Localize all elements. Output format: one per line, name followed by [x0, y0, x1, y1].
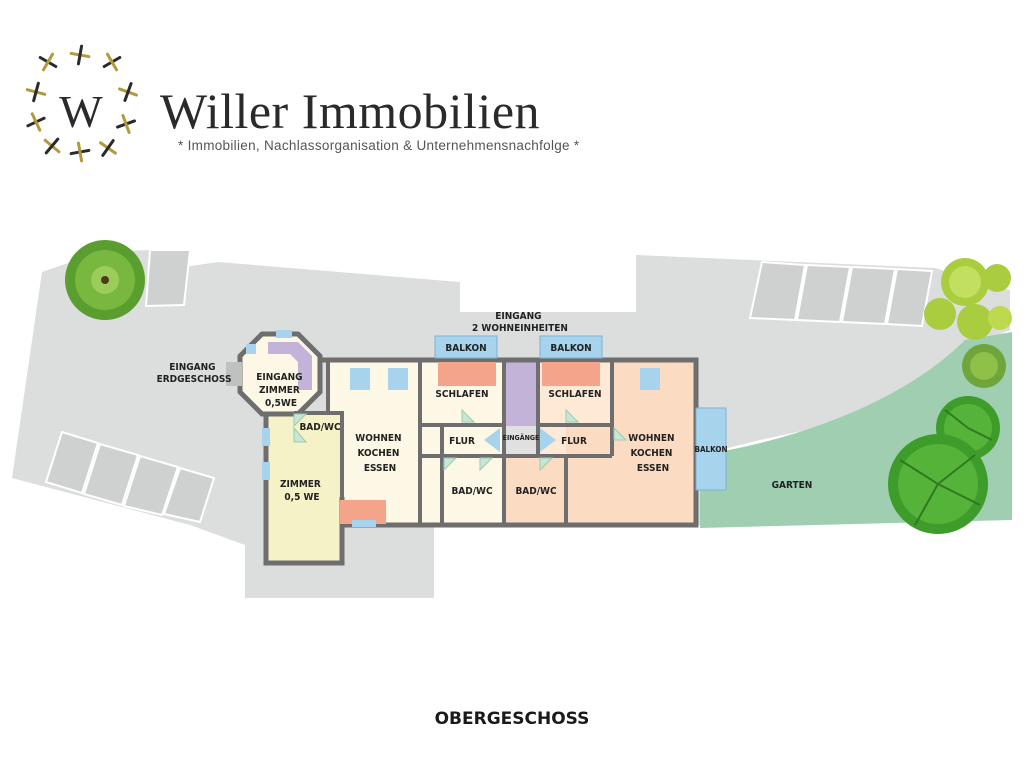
brand-name: Willer Immobilien [160, 83, 541, 139]
tree-garden-right [888, 396, 1000, 534]
floor-title: OBERGESCHOSS [435, 709, 590, 729]
label-room-left: ZIMMER 0,5 WE [280, 479, 324, 503]
tree-cluster-right [924, 258, 1012, 388]
label-living-right: WOHNEN KOCHEN ESSEN [628, 433, 677, 474]
label-stair-room: EINGANG ZIMMER 0,5WE [256, 372, 305, 409]
label-balcony-2: BALKON [550, 343, 591, 354]
label-garden: GARTEN [772, 480, 813, 491]
label-entrance-ground: EINGANG ERDGESCHOSS [157, 362, 232, 385]
logo-emblem: W [25, 44, 138, 163]
logo-monogram: W [59, 86, 103, 137]
label-balcony-side: BALKON [695, 445, 728, 454]
label-bedroom-2: SCHLAFEN [548, 389, 601, 400]
brand-tagline: * Immobilien, Nachlassorganisation & Unt… [178, 138, 580, 153]
label-bath-left: BAD/WC [299, 422, 341, 433]
label-living-left: WOHNEN KOCHEN ESSEN [355, 433, 404, 474]
label-bedroom-1: SCHLAFEN [435, 389, 488, 400]
label-bath-2: BAD/WC [515, 486, 557, 497]
tree-top-left [65, 240, 145, 320]
label-bath-1: BAD/WC [451, 486, 493, 497]
label-hall-1: FLUR [449, 436, 475, 447]
label-hall-2: FLUR [561, 436, 587, 447]
plan-labels: EINGANG 2 WOHNEINHEITEN EINGANG ERDGESCH… [157, 311, 813, 503]
label-entrances: EINGÄNGE [503, 433, 540, 442]
building [226, 330, 727, 566]
label-entrance-top: EINGANG 2 WOHNEINHEITEN [472, 311, 568, 334]
label-balcony-1: BALKON [445, 343, 486, 354]
